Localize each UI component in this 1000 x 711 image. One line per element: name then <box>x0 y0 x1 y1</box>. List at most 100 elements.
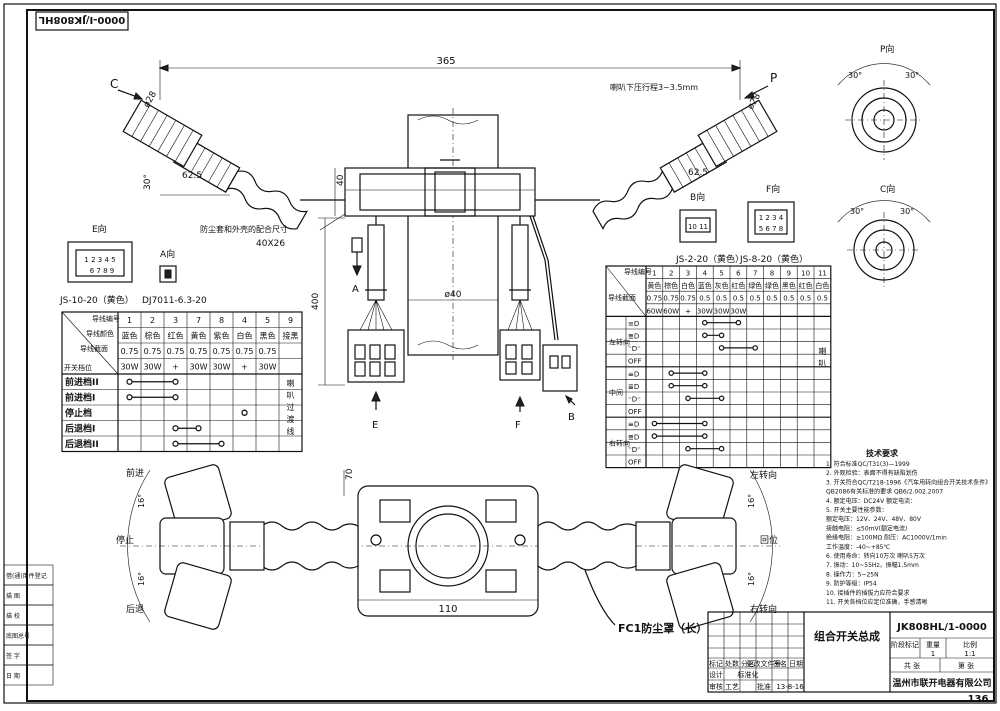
f-pins-top: 1 2 3 4 <box>759 214 784 222</box>
lt-row-label: 停止档 <box>65 407 92 419</box>
h-count: 处数 <box>725 659 739 668</box>
b-view-label: B向 <box>690 191 705 203</box>
h-stage: 阶段标记 <box>891 640 919 649</box>
connector-b-body <box>542 344 578 392</box>
top-assembly-view: 365 喇叭下压行程3~3.5mm 40 <box>110 56 778 431</box>
harness-right <box>511 224 529 301</box>
label-forward: 前进 <box>126 467 144 479</box>
tech-line: QB2086有关标准的要求 QB6/2.002.2007 <box>826 488 943 496</box>
tech-line: 10. 接插件的插拔力应符合要求 <box>826 589 909 597</box>
rt-cell: 白色 <box>681 281 695 290</box>
dust-fit-size: 40X26 <box>256 239 285 249</box>
lt-note-char: 渡 <box>287 414 295 424</box>
lt-cell: 0.75 <box>236 347 254 356</box>
connector-e-body <box>347 329 405 383</box>
rt-contact <box>701 332 708 339</box>
tech-line: 1. 符合标准QC/T31(3)—1999 <box>826 460 910 468</box>
rt-cell: 蓝色 <box>698 281 712 290</box>
lt-cell: 棕色 <box>145 331 161 341</box>
lt-row-label: 后退档II <box>65 438 99 450</box>
dim-d28-left: ø28 <box>142 90 159 110</box>
tech-line: 8. 操作力：5~25N <box>826 570 879 578</box>
lt-h-wire-size: 导线截面 <box>80 344 108 353</box>
c-angle-1: 30° <box>850 207 864 216</box>
b-pins: 10 11 <box>688 223 708 231</box>
rt-cell: 10 <box>801 270 810 278</box>
company-name: 温州市联开电器有限公司 <box>892 677 991 689</box>
rt-contact <box>718 445 725 452</box>
dust-cover-label: FC1防尘罩（长） <box>618 621 707 635</box>
rt-subrow-label: ≡D <box>628 370 639 378</box>
left-bellows <box>261 521 359 571</box>
e-view-connector: E向 1 2 3 4 5 6 7 8 9 JS-10-20（黄色） <box>59 223 134 306</box>
dim-400: 400 <box>311 293 321 310</box>
dim-70: 70 <box>345 468 355 480</box>
tech-line: 3. 开关符合QC/T218-1996《汽车用转向组合开关技术条件》 <box>826 478 991 486</box>
h-approve: 批准 <box>757 682 771 691</box>
lt-cell: 黄色 <box>191 331 207 341</box>
f-view-connector: F向 1 2 3 4 5 6 7 8 JS-8-20（黄色） <box>739 183 808 265</box>
rt-group-label: 右转向 <box>609 438 630 447</box>
rt-cell: 30W <box>730 307 746 315</box>
tech-line: 2. 外观检验：表面不得有缺陷划伤 <box>826 469 918 477</box>
title-block: 组合开关总成 JK808HL/1-0000 阶段标记 重量 比例 1 1:1 共… <box>707 611 995 705</box>
lt-cell: 30W <box>189 363 207 372</box>
h-craft: 工艺 <box>725 683 739 691</box>
rt-subrow-label: ≣D <box>628 383 639 391</box>
lt-cell: 黑色 <box>260 331 276 341</box>
rt-subrow-label: ≡D <box>628 320 639 328</box>
rt-cell: 0.5 <box>800 295 811 303</box>
sheets-count: 1 <box>931 650 935 658</box>
strip-label: 底图总号 <box>6 632 30 640</box>
p-angle-1: 30° <box>848 71 862 80</box>
rt-cell: 11 <box>818 270 827 278</box>
lt-contact <box>172 425 179 432</box>
rt-cell: 黑色 <box>782 281 796 290</box>
rt-cell: 0.5 <box>750 295 761 303</box>
label-left-turn: 左转向 <box>750 469 777 481</box>
dim-62-right: 62.5 <box>688 168 708 178</box>
lt-h-position: 开关档位 <box>64 363 92 372</box>
harness-left <box>367 224 385 301</box>
rt-contact <box>752 345 759 351</box>
left-lever <box>172 137 309 230</box>
rt-contact <box>718 395 725 402</box>
title-drawing-no: JK808HL/1-0000 <box>896 622 987 633</box>
connector-js8: JS-8-20（黄色） <box>739 253 808 265</box>
lt-cell: 0.75 <box>167 347 185 356</box>
arrow-label-a: A <box>352 284 359 295</box>
lt-cell: 3 <box>173 316 178 325</box>
lt-cell: 9 <box>288 316 293 325</box>
rt-subrow-label: ⁼D⁼ <box>628 396 641 404</box>
tech-line: 9. 防护等级：IP54 <box>826 580 877 588</box>
rt-cell: 4 <box>703 270 708 278</box>
outer-frame <box>3 3 997 704</box>
lt-cell: 红色 <box>168 331 184 341</box>
arrow-label-p: P <box>770 71 777 85</box>
lt-note-char: 线 <box>287 426 295 436</box>
arrow-label-f: F <box>515 420 521 431</box>
right-bellows <box>537 521 637 571</box>
lt-contact <box>218 440 225 447</box>
strip-label: 签 字 <box>6 652 20 660</box>
rt-note-char: 叭 <box>818 359 826 368</box>
date-value: 13-8-16 <box>776 683 804 691</box>
rt-subrow-label: OFF <box>628 459 642 467</box>
dim-40: 40 <box>336 174 346 186</box>
rt-cell: 0.75 <box>647 295 663 303</box>
h-page: 第 张 <box>958 661 974 670</box>
rt-cell: 白色 <box>815 281 829 290</box>
rt-cell: 0.5 <box>766 295 777 303</box>
h-change: 更改文件号 <box>747 659 782 668</box>
lt-row-label: 后退档I <box>65 423 95 435</box>
tech-line: 4. 额定电压：DC24V 额定电流： <box>826 497 916 505</box>
rt-cell: 0.75 <box>680 295 696 303</box>
e-pins-top: 1 2 3 4 5 <box>84 256 115 264</box>
rt-subrow-label: ⁼D⁼ <box>628 446 641 454</box>
dim-16-b: 16° <box>137 572 146 586</box>
tech-line: 6. 使用寿命：转向10万次 喇叭5万次 <box>826 552 925 560</box>
h-mark: 标记 <box>709 659 723 668</box>
arrow-label-b: B <box>568 412 575 423</box>
lt-cell: 0.75 <box>259 347 277 356</box>
